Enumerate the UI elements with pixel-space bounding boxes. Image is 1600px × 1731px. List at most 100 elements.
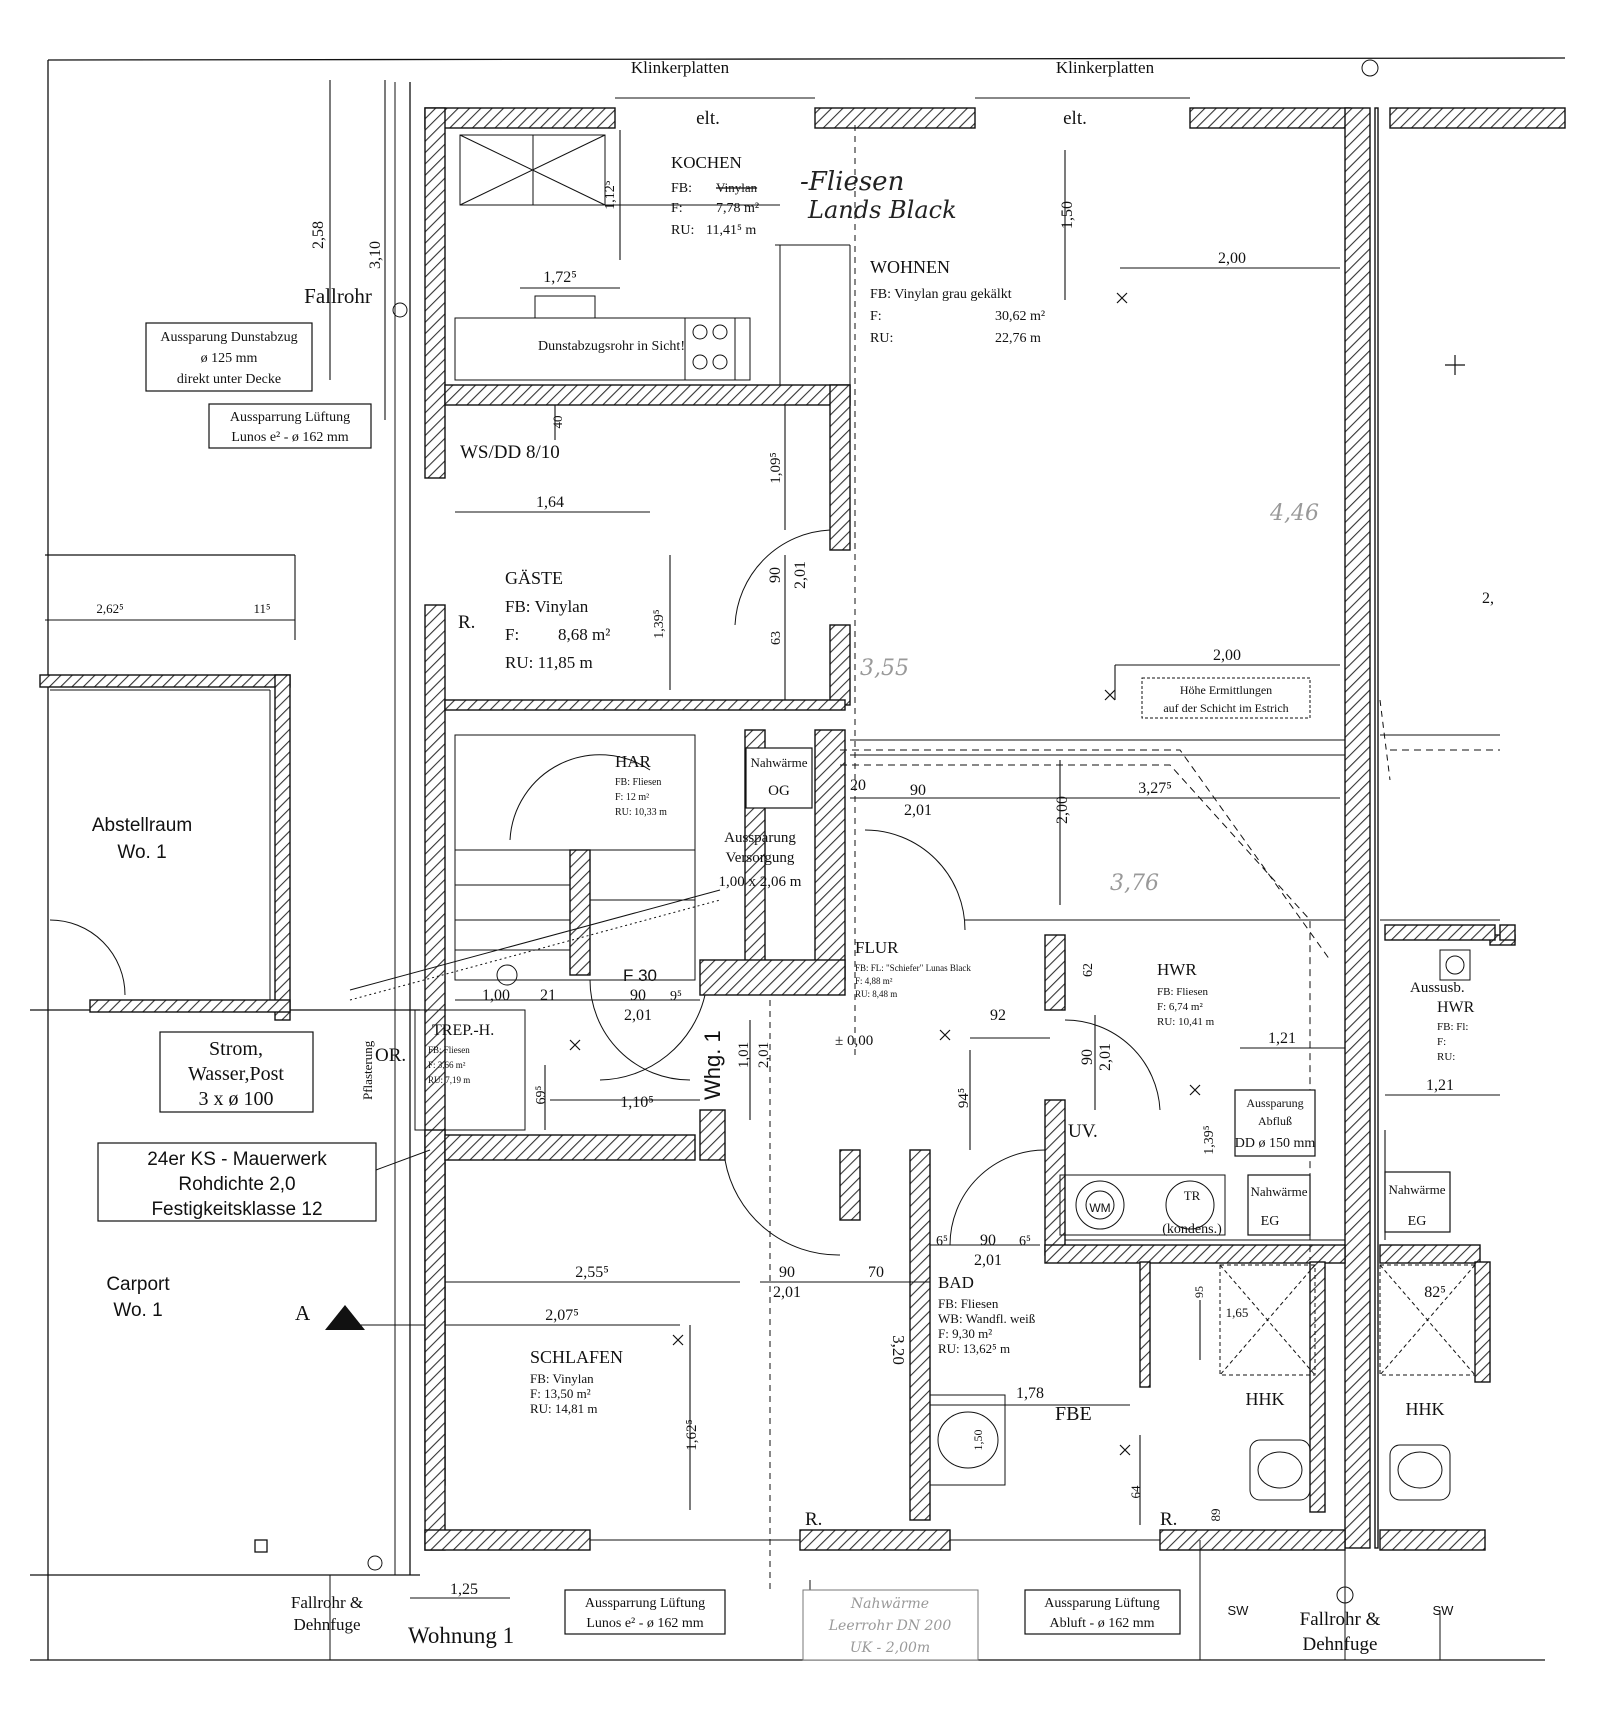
svg-text:FB: Fliesen: FB: Fliesen	[428, 1045, 470, 1055]
svg-text:F: 3,66 m²: F: 3,66 m²	[428, 1060, 466, 1070]
svg-text:FB: Vinylan: FB: Vinylan	[530, 1371, 594, 1386]
site-marker-icon	[254, 1539, 268, 1553]
svg-text:2,01: 2,01	[756, 1042, 772, 1068]
svg-text:7,78 m²: 7,78 m²	[716, 201, 759, 216]
kondens-label: (kondens.)	[1162, 1222, 1222, 1237]
handwritten-note: -Fliesen Lands Black	[800, 167, 957, 224]
svg-text:11,41⁵ m: 11,41⁵ m	[706, 223, 756, 238]
abfluss-note: Aussparung Abfluß DD ø 150 mm	[1234, 1089, 1316, 1157]
svg-text:Nahwärme: Nahwärme	[1250, 1184, 1307, 1199]
svg-text:90: 90	[980, 1232, 996, 1249]
svg-text:24er KS - Mauerwerk: 24er KS - Mauerwerk	[147, 1149, 327, 1170]
lueftung-bottom-note: Aussparrung Lüftung Lunos e² - ø 162 mm	[564, 1589, 726, 1635]
r-marker: R.	[458, 612, 475, 633]
dunstabzug-rohr-label: Dunstabzugsrohr in Sicht!	[538, 339, 685, 354]
svg-text:direkt unter Decke: direkt unter Decke	[177, 372, 281, 387]
svg-text:RU:: RU:	[870, 331, 893, 346]
svg-text:1,00: 1,00	[482, 987, 510, 1004]
svg-text:BAD: BAD	[938, 1273, 974, 1292]
svg-text:20: 20	[850, 777, 866, 794]
room-abstellraum: Abstellraum Wo. 1	[92, 815, 192, 863]
uv-label: UV.	[1068, 1121, 1098, 1142]
room-hwr: HWR FB: Fliesen F: 6,74 m² RU: 10,41 m	[1157, 960, 1215, 1028]
svg-text:Wo. 1: Wo. 1	[117, 842, 166, 863]
svg-text:F: 6,74 m²: F: 6,74 m²	[1157, 1001, 1203, 1013]
svg-text:RU: 13,62⁵ m: RU: 13,62⁵ m	[938, 1341, 1010, 1356]
svg-text:90: 90	[779, 1264, 795, 1281]
svg-text:Versorgung: Versorgung	[726, 850, 795, 866]
r-marker: R.	[805, 1509, 822, 1530]
svg-text:8,68 m²: 8,68 m²	[558, 625, 610, 644]
wsdd-label: WS/DD 8/10	[460, 442, 560, 463]
svg-text:FB: Fliesen: FB: Fliesen	[1157, 986, 1209, 998]
svg-text:70: 70	[868, 1264, 884, 1281]
svg-text:64: 64	[1128, 1485, 1143, 1499]
hoehe-note: Höhe Ermittlungen auf der Schicht im Est…	[1141, 677, 1311, 719]
svg-text:F:: F:	[870, 309, 882, 324]
fallrohr-label: Fallrohr	[304, 284, 372, 308]
svg-text:Abfluß: Abfluß	[1258, 1114, 1292, 1128]
svg-text:2,01: 2,01	[904, 802, 932, 819]
svg-text:2,62⁵: 2,62⁵	[96, 601, 123, 616]
svg-text:6⁵: 6⁵	[1019, 1234, 1031, 1249]
ghost-note: 3,55	[860, 656, 909, 681]
svg-text:2,01: 2,01	[974, 1252, 1002, 1269]
nahwaerme-eg-right: Nahwärme EG	[1384, 1171, 1451, 1233]
svg-text:Dehnfuge: Dehnfuge	[1303, 1634, 1378, 1655]
svg-text:90: 90	[1079, 1049, 1096, 1065]
svg-text:OG: OG	[768, 783, 790, 799]
level-label: ± 0,00	[835, 1033, 873, 1049]
wohnung-marker: Whg. 1	[700, 1030, 725, 1100]
svg-text:40: 40	[550, 416, 565, 429]
svg-text:KOCHEN: KOCHEN	[671, 153, 742, 172]
elt-label: elt.	[696, 108, 720, 129]
svg-text:95: 95	[1192, 1286, 1206, 1298]
svg-text:Nahwärme: Nahwärme	[750, 755, 807, 770]
svg-text:F:: F:	[505, 625, 519, 644]
ghost-note: 3,76	[1110, 871, 1159, 896]
fbe-label: FBE	[1055, 1403, 1092, 1425]
fallrohr-dehnfuge-left: Fallrohr & Dehnfuge	[291, 1593, 363, 1634]
svg-text:1,39⁵: 1,39⁵	[1202, 1125, 1217, 1155]
svg-text:Aussparrung Lüftung: Aussparrung Lüftung	[585, 1596, 705, 1611]
svg-text:1,21: 1,21	[1426, 1077, 1454, 1094]
wm-label: WM	[1089, 1201, 1110, 1215]
svg-text:Aussparung: Aussparung	[724, 830, 796, 846]
svg-text:2,55⁵: 2,55⁵	[575, 1264, 609, 1281]
svg-text:Strom,: Strom,	[209, 1038, 263, 1060]
dimension-texts: 2,58 3,10 1,12⁵ 1,72⁵ 1,50 2,00 40 1,09⁵…	[96, 180, 1494, 1598]
svg-text:FB: Fliesen: FB: Fliesen	[615, 777, 661, 788]
room-flur: FLUR FB: FL: "Schiefer" Lunas Black F: 4…	[855, 938, 971, 999]
svg-text:90: 90	[767, 567, 784, 583]
svg-text:1,21: 1,21	[1268, 1030, 1296, 1047]
svg-text:DD ø 150 mm: DD ø 150 mm	[1235, 1136, 1316, 1151]
svg-text:FB:: FB:	[671, 181, 692, 196]
svg-text:FB: FL: "Schiefer" Lunas Black: FB: FL: "Schiefer" Lunas Black	[855, 963, 971, 973]
svg-text:21: 21	[540, 987, 556, 1004]
svg-text:2,01: 2,01	[1097, 1043, 1114, 1071]
svg-text:HWR: HWR	[1157, 960, 1197, 979]
svg-text:HWR: HWR	[1437, 999, 1475, 1016]
svg-text:-Fliesen: -Fliesen	[800, 167, 904, 197]
room-trepph: TREP.-H. FB: Fliesen F: 3,66 m² RU: 7,19…	[428, 1022, 494, 1085]
walls	[39, 107, 1566, 1551]
svg-text:2,01: 2,01	[624, 1007, 652, 1024]
elt-label: elt.	[1063, 108, 1087, 129]
svg-text:1,01: 1,01	[736, 1042, 752, 1068]
svg-text:Wo. 1: Wo. 1	[113, 1300, 162, 1321]
svg-text:2,00: 2,00	[1218, 250, 1246, 267]
svg-text:2,00: 2,00	[1054, 796, 1071, 824]
dunstabzug-note: Aussparung Dunstabzug ø 125 mm direkt un…	[145, 322, 313, 392]
svg-text:auf der Schicht im Estrich: auf der Schicht im Estrich	[1163, 701, 1288, 715]
sw-label: SW	[1228, 1603, 1250, 1618]
svg-text:F: 12 m²: F: 12 m²	[615, 792, 649, 803]
tr-label: TR	[1184, 1188, 1201, 1203]
svg-text:Höhe Ermittlungen: Höhe Ermittlungen	[1180, 683, 1272, 697]
svg-text:90: 90	[910, 782, 926, 799]
svg-text:92: 92	[990, 1007, 1006, 1024]
svg-text:WB: Wandfl. weiß: WB: Wandfl. weiß	[938, 1311, 1036, 1326]
svg-text:2,58: 2,58	[310, 221, 327, 249]
svg-text:RU: 14,81 m: RU: 14,81 m	[530, 1401, 598, 1416]
axis-circle-icon	[1336, 1586, 1354, 1604]
